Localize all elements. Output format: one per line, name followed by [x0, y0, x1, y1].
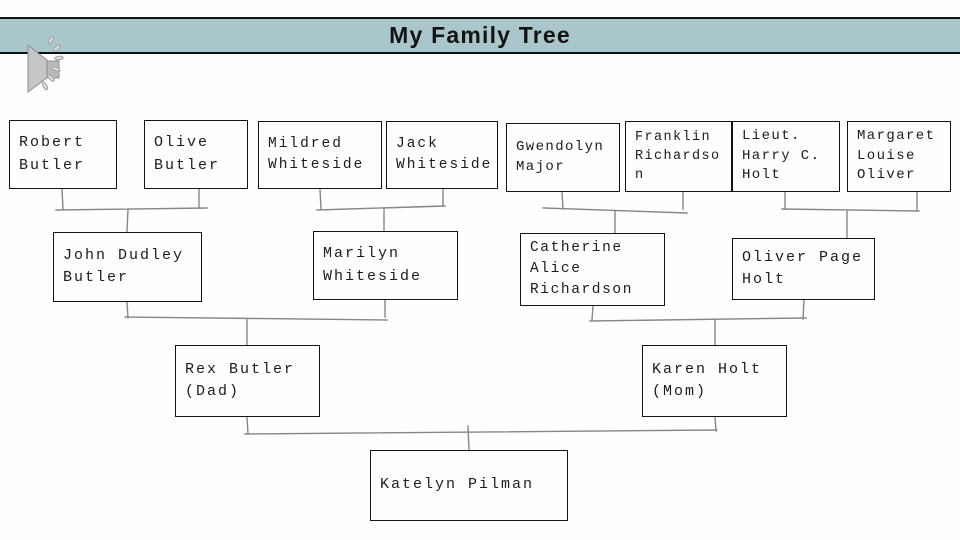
person-name: Karen Holt (Mom) [652, 360, 763, 400]
person-name: Catherine Alice Richardson [530, 240, 634, 298]
person-box-catherine-richardson: Catherine Alice Richardson [520, 233, 665, 306]
person-box-john-dudley-butler: John Dudley Butler [53, 232, 202, 302]
person-box-katelyn-pilman: Katelyn Pilman [370, 450, 568, 521]
person-name: John Dudley Butler [63, 246, 185, 286]
person-box-oliver-page-holt: Oliver Page Holt [732, 238, 875, 300]
person-box-robert-butler: Robert Butler [9, 120, 117, 189]
person-name: Lieut. Harry C. Holt [742, 127, 821, 184]
person-box-rex-butler-dad: Rex Butler (Dad) [175, 345, 320, 417]
person-name: Rex Butler (Dad) [185, 360, 296, 400]
person-box-mildred-whiteside: Mildred Whiteside [258, 121, 382, 189]
person-box-gwendolyn-major: Gwendolyn Major [506, 123, 620, 192]
person-box-franklin-richardson: Franklin Richardso n [625, 121, 732, 192]
person-name: Olive Butler [154, 134, 221, 174]
person-box-jack-whiteside: Jack Whiteside [386, 121, 498, 189]
person-name: Marilyn Whiteside [323, 245, 423, 285]
person-name: Katelyn Pilman [380, 476, 535, 494]
speaker-icon[interactable] [24, 34, 88, 98]
person-box-olive-butler: Olive Butler [144, 120, 248, 189]
person-name: Robert Butler [19, 134, 86, 174]
title-bar: My Family Tree [0, 17, 960, 54]
person-name: Gwendolyn Major [516, 138, 605, 175]
person-name: Franklin Richardso n [635, 129, 721, 184]
person-box-harry-holt: Lieut. Harry C. Holt [732, 121, 840, 192]
person-box-margaret-oliver: Margaret Louise Oliver [847, 121, 951, 192]
person-box-karen-holt-mom: Karen Holt (Mom) [642, 345, 787, 417]
person-name: Margaret Louise Oliver [857, 127, 936, 184]
sound-wave-dashes [41, 35, 64, 91]
person-box-marilyn-whiteside: Marilyn Whiteside [313, 231, 458, 300]
slide-title: My Family Tree [389, 22, 571, 48]
person-name: Mildred Whiteside [268, 135, 365, 173]
person-name: Jack Whiteside [396, 135, 493, 173]
person-name: Oliver Page Holt [742, 248, 864, 288]
